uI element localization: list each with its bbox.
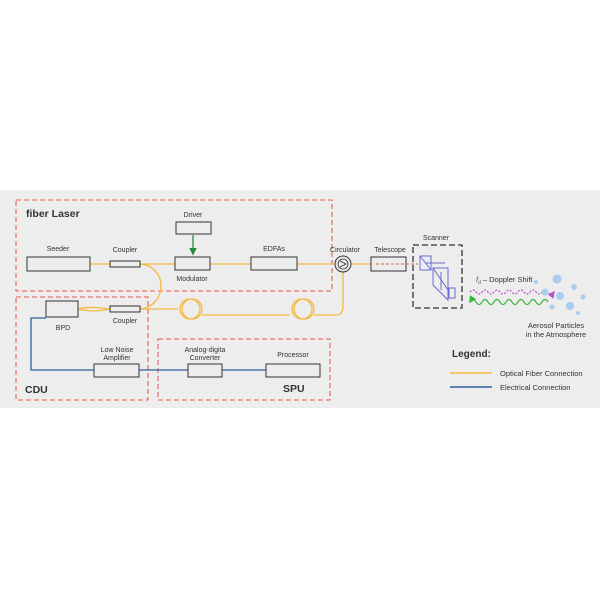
coupler-top: Coupler — [109, 247, 141, 268]
telescope: Telescope — [370, 247, 418, 272]
scanner-mirrors — [419, 255, 456, 302]
processor-label: Processor — [277, 352, 309, 359]
circulator: Circulator — [330, 247, 361, 273]
scanner-label: Scanner — [423, 235, 450, 242]
analog-digital-converter: Analog-digita Converter — [185, 347, 226, 378]
edfas-label: EDFAs — [263, 246, 285, 253]
telescope-label: Telescope — [374, 247, 406, 254]
outgoing-doppler-wave — [469, 289, 555, 299]
legend: Legend: Optical Fiber Connection Electri… — [450, 349, 583, 392]
legend-title: Legend: — [452, 349, 491, 360]
driver: Driver — [175, 212, 212, 235]
adc-label-line2: Converter — [190, 355, 221, 362]
region-cdu-box — [15, 296, 149, 401]
circulator-icon — [334, 255, 352, 273]
seeder: Seeder — [26, 246, 91, 272]
return-signal-wave — [469, 295, 549, 306]
low-noise-amplifier: Low Noise Amplifier — [93, 347, 140, 378]
processor: Processor — [265, 352, 321, 378]
region-fiber-laser-label: fiber Laser — [26, 208, 80, 220]
doppler-shift-label: fd– Doppler Shift — [476, 275, 533, 286]
legend-electrical-label: Electrical Connection — [500, 383, 570, 392]
circulator-label: Circulator — [330, 247, 361, 254]
region-fiber-laser-box — [15, 199, 333, 292]
bpd-label: BPD — [56, 325, 70, 332]
legend-optical-label: Optical Fiber Connection — [500, 369, 583, 378]
region-spu-label: SPU — [283, 383, 305, 395]
region-cdu-label: CDU — [25, 384, 48, 396]
edfas: EDFAs — [250, 246, 298, 271]
optical-fiber-paths — [77, 263, 371, 320]
modulator-label: Modulator — [176, 276, 208, 283]
coupler-bottom-label: Coupler — [113, 318, 138, 325]
coupler-bottom: Coupler — [109, 305, 141, 325]
bpd: BPD — [45, 300, 79, 332]
lna-label-line1: Low Noise — [101, 347, 134, 354]
aerosol-label-line2: in the Atmosphere — [526, 330, 586, 339]
coupler-top-label: Coupler — [113, 247, 138, 254]
electrical-paths — [30, 317, 266, 371]
aerosol-particles-icon — [534, 274, 586, 315]
lna-label-line2: Amplifier — [103, 355, 131, 362]
adc-label-line1: Analog-digita — [185, 347, 226, 354]
seeder-label: Seeder — [47, 246, 70, 253]
driver-label: Driver — [184, 212, 203, 219]
modulator: Modulator — [174, 256, 211, 283]
scanner: Scanner — [412, 235, 463, 309]
aerosol-label-line1: Aerosol Particles — [528, 321, 585, 330]
